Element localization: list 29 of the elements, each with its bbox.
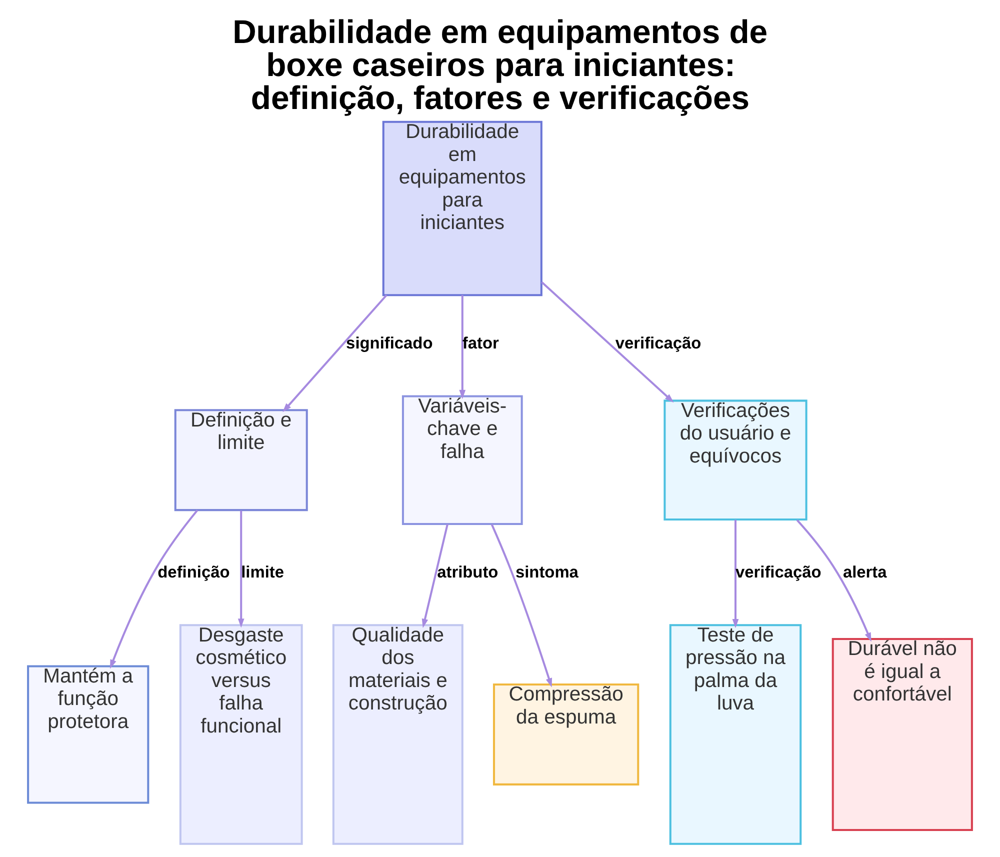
node-box: Teste de pressão na palma da luva (669, 624, 802, 845)
node-box: Desgaste cosmético versus falha funcional (179, 624, 303, 845)
diagram-title: Durabilidade em equipamentos de boxe caseiros para iniciantes: definição, fatores e verificações (232, 13, 768, 116)
edge-label: verificação (615, 334, 702, 353)
arrow (490, 524, 552, 688)
edge-label: significado (346, 334, 433, 353)
arrow (238, 510, 244, 628)
node-box: Verificações do usuário e equívocos (664, 400, 808, 521)
node-box: Qualidade dos materiais e construção (332, 624, 464, 845)
node-box: Variáveis-chave e falha (402, 395, 523, 525)
node-box: Durável não é igual a confortável (832, 638, 973, 831)
edge-label: alerta (842, 564, 887, 582)
arrow (796, 519, 872, 642)
edge-label: sintoma (515, 564, 578, 582)
arrow (459, 295, 466, 400)
node-box: Definição e limite (174, 409, 308, 512)
arrow (422, 524, 448, 628)
arrow (282, 294, 388, 412)
arrow (110, 510, 198, 669)
edge-label: fator (462, 334, 499, 353)
node-box: Compressão da espuma (492, 684, 640, 786)
edge-label: atributo (437, 564, 498, 582)
node-box: Durabilidade em equipamentos para iniciantes (382, 120, 542, 296)
edge-label: definição (158, 564, 230, 582)
edge-label: verificação (735, 564, 822, 582)
arrow (541, 281, 674, 403)
edge-label: limite (241, 564, 284, 582)
arrow (732, 520, 739, 628)
node-box: Mantém a função protetora (27, 665, 150, 804)
